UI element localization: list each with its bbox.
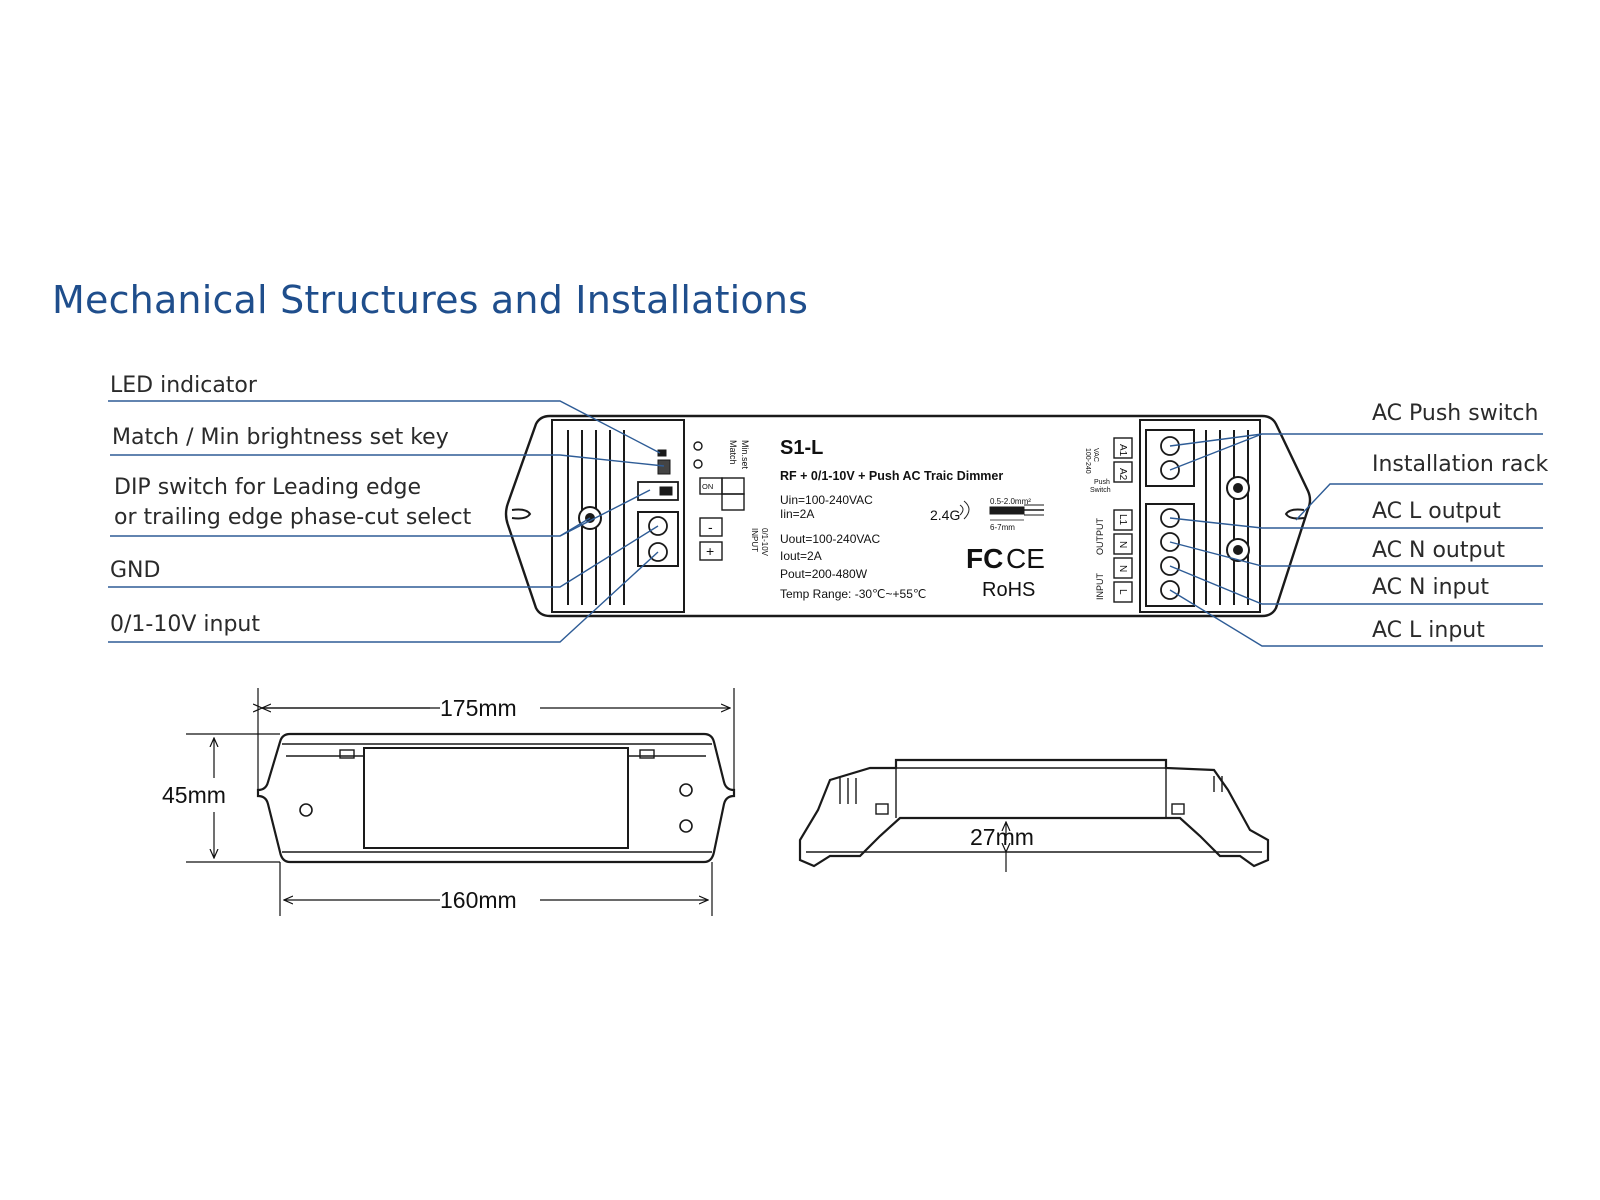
label-l-in: L (1117, 589, 1128, 595)
dimension-height: 27mm (970, 824, 1034, 850)
led-indicator (657, 449, 667, 457)
device-top-view (504, 414, 1312, 618)
callout-installation-rack: Installation rack (1372, 452, 1548, 477)
label-vac: 100-240 (1084, 448, 1091, 474)
terminal-output-n[interactable] (1160, 532, 1180, 552)
fc-mark: FC (966, 543, 1003, 574)
push-switch-terminal-block (1145, 429, 1195, 487)
dimension-width: 45mm (162, 782, 226, 808)
callout-ac-l-output: AC L output (1372, 499, 1501, 524)
plan-view-body (363, 747, 629, 849)
left-end-cap (551, 419, 685, 613)
terminal-a2[interactable] (1160, 460, 1180, 480)
wire-gauge: 0.5-2.0mm² (990, 497, 1031, 506)
dimension-length-total: 175mm (440, 695, 517, 721)
rf-frequency: 2.4G (930, 507, 960, 523)
dip-switch[interactable] (637, 481, 679, 501)
label-minus: - (708, 519, 713, 535)
label-vac-sub: VAC (1092, 448, 1099, 462)
label-match: Match (728, 440, 738, 465)
callout-ac-push-switch: AC Push switch (1372, 401, 1538, 426)
callout-dip-switch-line1: DIP switch for Leading edge (114, 475, 421, 500)
callout-match-key: Match / Min brightness set key (112, 425, 449, 450)
terminal-input-l[interactable] (1160, 580, 1180, 600)
spec-iout: Iout=2A (780, 549, 822, 563)
device-label-text: S1-L RF + 0/1-10V + Push AC Traic Dimmer… (702, 437, 1128, 601)
label-push-sub: Switch (1090, 487, 1111, 494)
spec-uout: Uout=100-240VAC (780, 532, 881, 546)
label-a1: A1 (1117, 444, 1128, 457)
callout-dip-switch-line2: or trailing edge phase-cut select (114, 505, 472, 530)
device-housing-outline (504, 414, 1312, 618)
plan-view-outline (256, 732, 736, 864)
label-l1: L1 (1117, 514, 1128, 526)
label-input: INPUT (1095, 572, 1105, 600)
label-input-010v-sub: 0/1-10V (760, 528, 769, 557)
label-push: Push (1094, 479, 1110, 486)
terminal-a1[interactable] (1160, 436, 1180, 456)
label-n-out: N (1117, 541, 1128, 548)
label-min-set: Min.set (740, 440, 750, 470)
callout-ac-l-input: AC L input (1372, 618, 1485, 643)
callout-led-indicator: LED indicator (110, 373, 258, 398)
label-a2: A2 (1117, 468, 1128, 481)
terminal-010v-bottom[interactable] (648, 542, 668, 562)
label-n-in: N (1117, 565, 1128, 572)
rohs-mark: RoHS (982, 579, 1035, 601)
terminal-input-n[interactable] (1160, 556, 1180, 576)
spec-temp-range: Temp Range: -30℃~+55℃ (780, 587, 926, 601)
input-010v-terminal-block (637, 511, 679, 567)
callout-ac-n-input: AC N input (1372, 575, 1489, 600)
ce-mark: CE (1006, 543, 1045, 574)
power-terminal-block (1145, 503, 1195, 607)
terminal-output-l1[interactable] (1160, 508, 1180, 528)
dimension-length-body: 160mm (440, 887, 517, 913)
left-callouts: LED indicator Match / Min brightness set… (110, 373, 472, 637)
left-mounting-slot (511, 508, 532, 520)
spec-uin: Uin=100-240VAC (780, 493, 873, 507)
callout-010v-input: 0/1-10V input (110, 612, 260, 637)
right-end-cap (1139, 419, 1261, 613)
callout-ac-n-output: AC N output (1372, 538, 1505, 563)
side-view-outline (798, 758, 1270, 868)
spec-pout: Pout=200-480W (780, 567, 868, 581)
right-callouts: AC Push switch Installation rack AC L ou… (1372, 401, 1548, 643)
model-description: RF + 0/1-10V + Push AC Traic Dimmer (780, 469, 1003, 483)
match-key-button[interactable] (657, 459, 671, 475)
terminal-010v-top[interactable] (648, 516, 668, 536)
right-cover-ribs (1205, 430, 1249, 605)
model-name: S1-L (780, 437, 823, 459)
page-title: Mechanical Structures and Installations (52, 278, 809, 322)
right-screw-top (1226, 476, 1250, 500)
spec-iin: Iin=2A (780, 507, 814, 521)
dimension-lines-plan (186, 688, 735, 916)
label-plus: + (706, 543, 714, 559)
callout-gnd: GND (110, 558, 160, 583)
right-leader-lines (1169, 433, 1543, 647)
device-plan-view (256, 732, 736, 864)
device-side-view (798, 758, 1270, 868)
strip-length: 6-7mm (990, 523, 1015, 532)
label-output: OUTPUT (1095, 518, 1105, 556)
right-screw-bottom (1226, 538, 1250, 562)
label-input-010v: INPUT (750, 528, 759, 552)
wireless-signal-icon (959, 500, 970, 520)
label-on: ON (702, 482, 713, 491)
left-leader-lines (108, 400, 665, 643)
